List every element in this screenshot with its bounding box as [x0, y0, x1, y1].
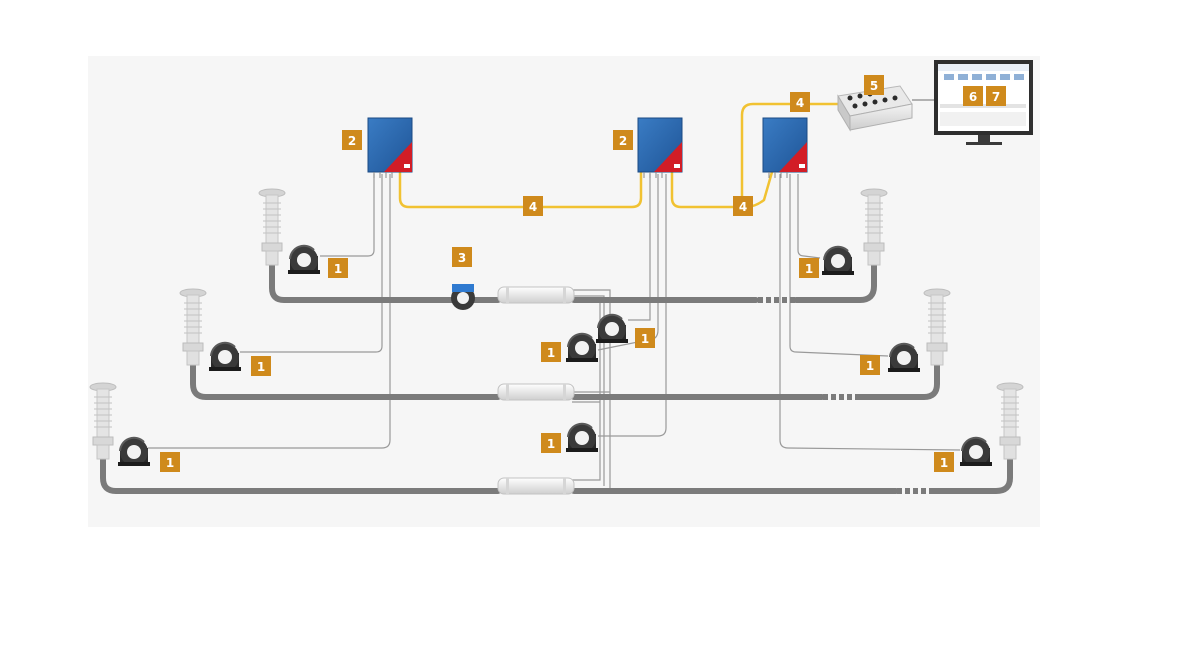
svg-text:7: 7	[992, 90, 1000, 104]
svg-text:2: 2	[348, 134, 356, 148]
svg-text:1: 1	[547, 437, 555, 451]
badge-device: 2	[613, 130, 633, 150]
badge-sensor: 1	[541, 342, 561, 362]
svg-text:2: 2	[619, 134, 627, 148]
svg-text:1: 1	[866, 359, 874, 373]
svg-text:1: 1	[166, 456, 174, 470]
badge-sensor: 1	[251, 356, 271, 376]
cable-joint-icon	[497, 286, 575, 304]
svg-text:4: 4	[796, 96, 804, 110]
badge-coupler: 3	[452, 247, 472, 267]
badge-sensor: 1	[799, 258, 819, 278]
badge-screen-a: 6	[963, 86, 983, 106]
cable-break-marks	[758, 297, 934, 494]
badge-link: 4	[523, 196, 543, 216]
svg-text:5: 5	[870, 79, 878, 93]
badge-device: 2	[342, 130, 362, 150]
badge-sensor: 1	[541, 433, 561, 453]
svg-text:1: 1	[547, 346, 555, 360]
badge-sensor: 1	[160, 452, 180, 472]
svg-text:1: 1	[805, 262, 813, 276]
badge-sensor: 1	[635, 328, 655, 348]
cable-joint-icon	[497, 477, 575, 495]
svg-text:3: 3	[458, 251, 466, 265]
communication-links	[398, 102, 842, 209]
svg-text:6: 6	[969, 90, 977, 104]
monitoring-unit-icon	[637, 117, 683, 179]
svg-text:1: 1	[641, 332, 649, 346]
switch-hub-icon	[837, 85, 936, 132]
signal-wires	[148, 174, 961, 491]
cable-clamp-sensor-icon	[451, 284, 475, 310]
badge-link: 4	[733, 196, 753, 216]
svg-text:4: 4	[529, 200, 537, 214]
badge-hub: 5	[864, 75, 884, 95]
badge-link: 4	[790, 92, 810, 112]
badge-sensor: 1	[860, 355, 880, 375]
cable-joint-icon	[497, 383, 575, 401]
svg-text:4: 4	[739, 200, 747, 214]
monitor-icon	[934, 60, 1033, 145]
badges: 1 1 1 1 1 1 1 1 1 2 2 3 4 4 4 5 6 7	[160, 75, 1006, 472]
power-cables	[100, 262, 1013, 494]
badge-sensor: 1	[934, 452, 954, 472]
monitoring-unit-icon	[762, 117, 808, 179]
svg-text:1: 1	[334, 262, 342, 276]
badge-sensor: 1	[328, 258, 348, 278]
monitoring-unit-icon	[367, 117, 413, 179]
badge-screen-b: 7	[986, 86, 1006, 106]
svg-text:1: 1	[940, 456, 948, 470]
svg-text:1: 1	[257, 360, 265, 374]
